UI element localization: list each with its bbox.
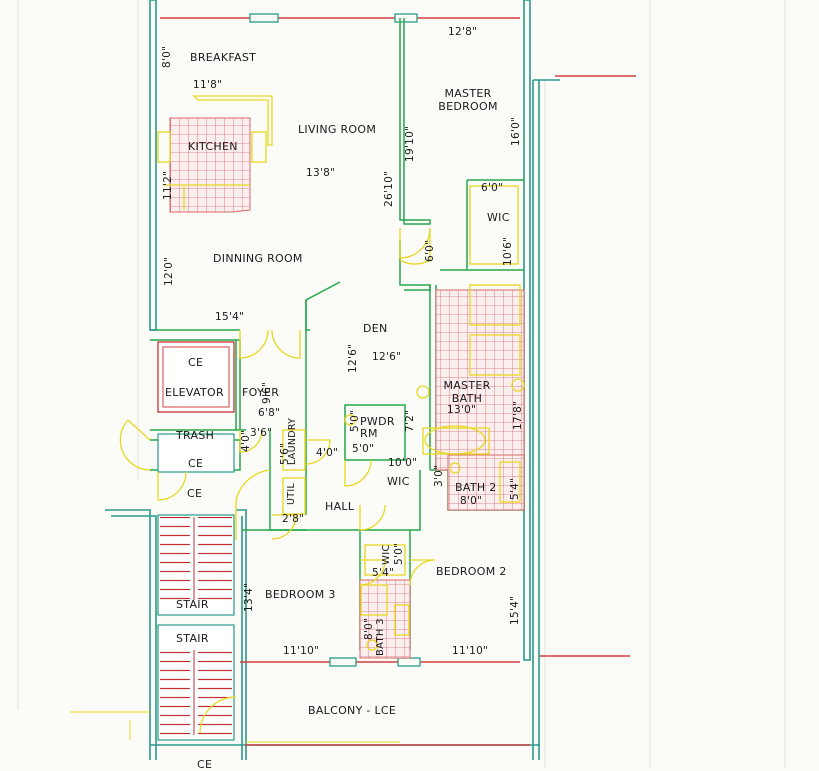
- room-label-ce-elevator: CE: [188, 356, 204, 369]
- dim-bath3-depth: 8'0": [363, 617, 375, 640]
- dim-bath2-width: 8'0": [460, 495, 483, 507]
- dim-kitchen-width: 11'8": [193, 79, 223, 91]
- room-label-hall: HALL: [325, 500, 355, 513]
- dim-hall-width: 4'0": [316, 447, 339, 459]
- tiled-floors: [169, 117, 525, 659]
- dim-trash-b: 3'6": [250, 427, 273, 439]
- room-label-den: DEN: [363, 322, 388, 335]
- window-runs: [160, 17, 636, 746]
- background-guides: [17, 0, 786, 768]
- room-label-ce-bottom: CE: [197, 758, 213, 771]
- master-bath-text: MASTER BATH: [443, 379, 491, 405]
- dim-pwdr-side: 7'2": [404, 409, 416, 432]
- dim-closet-depth: 6'0": [424, 239, 436, 262]
- dim-master-bath-width: 13'0": [447, 404, 477, 416]
- room-label-dinning-room: DINNING ROOM: [213, 252, 303, 265]
- dim-foyer-depth: 9'6": [261, 381, 273, 404]
- dim-bed3-depth: 13'4": [243, 582, 255, 612]
- room-label-stair-lower: STAIR: [176, 632, 209, 645]
- dim-bath2-depth: 5'4": [509, 477, 521, 500]
- dim-dinning-width: 15'4": [215, 311, 245, 323]
- dim-breakfast-depth: 8'0": [161, 45, 173, 68]
- dim-master-bath-depth: 17'8": [512, 400, 524, 430]
- dim-pwdr-depth: 5'0": [349, 409, 361, 432]
- dim-den-width: 12'6": [372, 351, 402, 363]
- dim-wic-width: 6'0": [481, 182, 504, 194]
- master-bedroom-text: MASTER BEDROOM: [438, 87, 498, 113]
- pwdr-rm-text: PWDR RM: [360, 415, 395, 440]
- room-label-wic-bed2: WIC: [381, 544, 392, 565]
- trash-chute: [157, 433, 235, 473]
- room-label-kitchen: KITCHEN: [188, 140, 238, 153]
- room-label-balcony: BALCONY - LCE: [308, 704, 397, 717]
- room-label-pwdr-rm: PWDR RM: [360, 416, 400, 440]
- room-label-elevator: ELEVATOR: [165, 386, 224, 399]
- room-label-master-bath: MASTER BATH: [442, 379, 492, 405]
- room-label-bath-3: BATH 3: [375, 618, 386, 656]
- dim-hall-wic-width: 10'0": [388, 457, 418, 469]
- dim-den-depth: 12'6": [347, 343, 359, 373]
- dim-laundry-depth: 5'6": [279, 442, 291, 465]
- dim-master-depth-a: 19'10": [404, 125, 416, 162]
- room-label-ce-trash: CE: [188, 457, 204, 470]
- dim-bed2-depth: 15'4": [509, 595, 521, 625]
- room-label-bath-2: BATH 2: [455, 481, 497, 494]
- fixtures: [157, 95, 525, 651]
- dim-foyer-width: 6'8": [258, 407, 281, 419]
- dim-master-depth-b: 16'0": [510, 116, 522, 146]
- room-label-living-room: LIVING ROOM: [298, 123, 377, 136]
- exterior-walls: [105, 0, 560, 760]
- dim-bed3-width: 11'10": [283, 645, 320, 657]
- dim-util-width: 2'8": [282, 513, 305, 525]
- dim-master-width: 12'8": [448, 26, 478, 38]
- dim-wic-bed2-width: 5'4": [372, 567, 395, 579]
- room-label-master-bedroom: MASTER BEDROOM: [438, 87, 498, 113]
- room-label-bedroom-2: BEDROOM 2: [436, 565, 507, 578]
- elevator-cab: [157, 341, 235, 413]
- dim-pwdr-width: 5'0": [352, 443, 375, 455]
- room-label-bedroom-3: BEDROOM 3: [265, 588, 336, 601]
- room-label-trash: TRASH: [176, 429, 215, 442]
- dim-bed2-width: 11'10": [452, 645, 489, 657]
- stair-upper: [157, 514, 235, 616]
- stair-lower: [157, 624, 235, 741]
- dim-wic-bed2-depth: 5'0": [393, 542, 405, 565]
- dim-wic-depth: 10'6": [502, 236, 514, 266]
- room-label-wic-master: WIC: [487, 211, 510, 224]
- dim-dinning-depth: 12'0": [163, 256, 175, 286]
- room-label-wic-hall: WIC: [387, 475, 410, 488]
- room-label-util: UTIL: [286, 482, 297, 505]
- dim-hall-wic-depth: 3'0": [433, 464, 445, 487]
- dim-living-depth: 26'10": [383, 170, 395, 207]
- room-label-ce-lobby: CE: [187, 487, 203, 500]
- room-label-foyer: FOYER: [242, 386, 280, 399]
- room-label-breakfast: BREAKFAST: [190, 51, 257, 64]
- window-frames: [249, 13, 421, 667]
- dim-kitchen-depth: 11'2": [162, 170, 174, 200]
- dim-living-width: 13'8": [306, 167, 336, 179]
- door-swings: [119, 227, 436, 734]
- room-label-stair-upper: STAIR: [176, 598, 209, 611]
